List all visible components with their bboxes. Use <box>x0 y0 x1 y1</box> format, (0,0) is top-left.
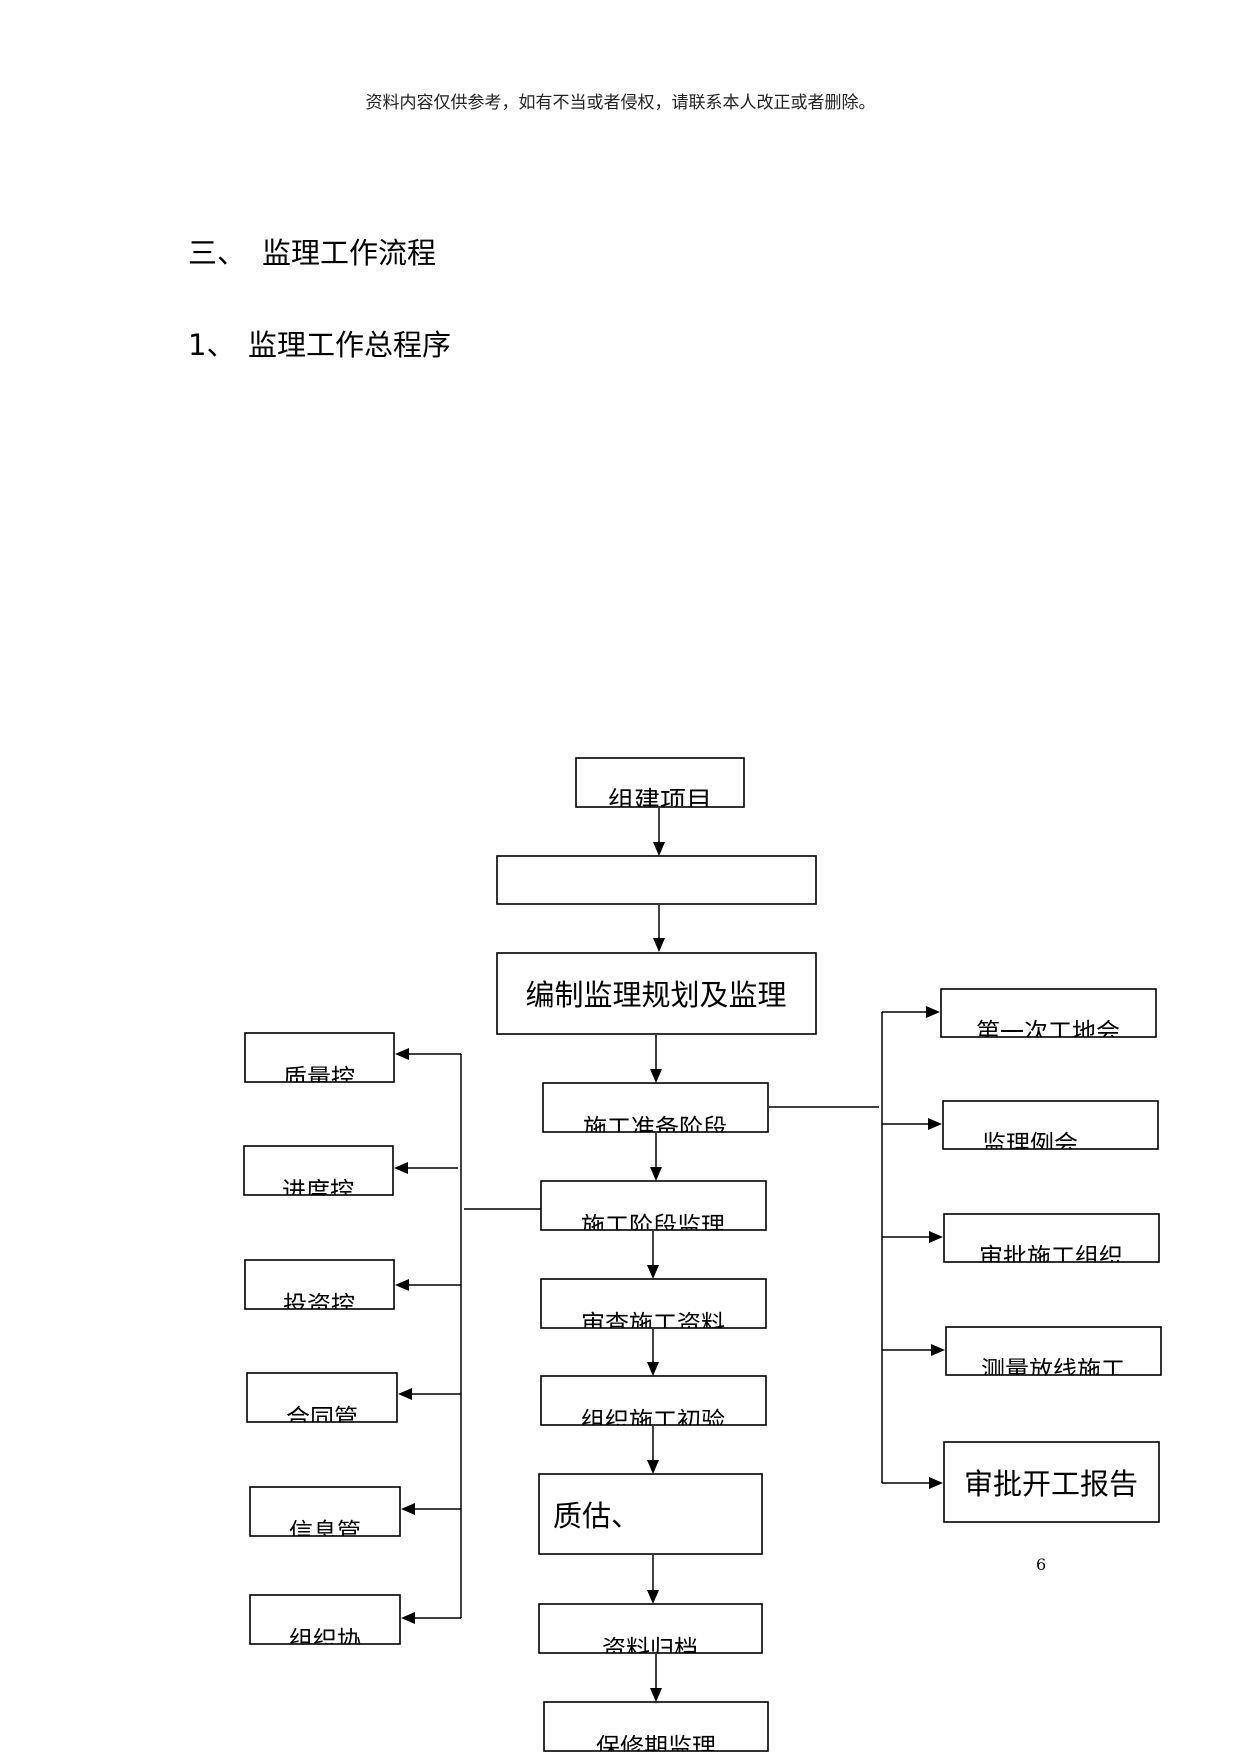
node-schedule-control: 进度控 <box>243 1145 394 1205</box>
node-information-management-label: 信息管 <box>289 1518 361 1546</box>
subsection-heading: 1、监理工作总程序 <box>188 322 451 364</box>
node-approve-commencement-report-label: 审批开工报告 <box>964 1467 1138 1501</box>
section-title: 监理工作流程 <box>262 236 437 270</box>
node-quality-control: 质量控 <box>244 1032 395 1092</box>
subsection-title: 监理工作总程序 <box>248 328 452 362</box>
node-quality-assessment-label: 质估、 <box>553 1499 640 1533</box>
node-blank <box>496 855 817 905</box>
node-organize-project-label: 组建项目 <box>608 787 712 817</box>
node-approve-commencement-report: 审批开工报告 <box>943 1441 1160 1523</box>
node-construction-preparation-stage: 施工准备阶段 <box>542 1082 769 1142</box>
node-investment-control-label: 投资控 <box>283 1291 355 1319</box>
node-compile-supervision-plan-label: 编制监理规划及监理 <box>525 978 786 1012</box>
node-archive-documents-label: 资料归档 <box>602 1635 698 1663</box>
node-contract-management: 合同管 <box>246 1372 398 1432</box>
node-quality-control-label: 质量控 <box>283 1064 355 1092</box>
node-information-management: 信息管 <box>249 1486 401 1546</box>
node-schedule-control-label: 进度控 <box>282 1177 354 1205</box>
node-review-construction-documents-label: 审查施工资料 <box>581 1310 725 1338</box>
node-construction-preparation-stage-label: 施工准备阶段 <box>583 1114 727 1142</box>
node-organize-project: 组建项目 <box>575 757 745 817</box>
disclaimer-text: 资料内容仅供参考，如有不当或者侵权，请联系本人改正或者删除。 <box>365 93 876 113</box>
node-contract-management-label: 合同管 <box>286 1404 358 1432</box>
node-regular-supervision-meeting: 监理例会 <box>942 1100 1159 1158</box>
node-compile-supervision-plan: 编制监理规划及监理 <box>496 952 817 1035</box>
section-number: 三、 <box>188 236 247 270</box>
node-warranty-period-supervision-label: 保修期监理 <box>596 1733 716 1754</box>
node-quality-assessment: 质估、 <box>538 1473 763 1555</box>
node-organization-coordination-label: 组织协 <box>289 1626 361 1654</box>
page-number: 6 <box>1036 1555 1047 1574</box>
node-organize-preliminary-inspection-label: 组织施工初验 <box>581 1407 725 1435</box>
node-organization-coordination: 组织协 <box>249 1594 401 1654</box>
node-survey-setting-out-label: 测量放线施工 <box>981 1356 1125 1384</box>
node-construction-stage-supervision: 施工阶段监理 <box>540 1180 767 1240</box>
node-first-site-meeting-label: 第一次工地会 <box>976 1018 1120 1046</box>
node-warranty-period-supervision: 保修期监理 <box>543 1701 769 1754</box>
node-approve-construction-organization: 审批施工组织 <box>943 1213 1160 1271</box>
node-survey-setting-out: 测量放线施工 <box>945 1326 1162 1384</box>
node-first-site-meeting: 第一次工地会 <box>940 988 1157 1046</box>
node-investment-control: 投资控 <box>244 1259 395 1319</box>
node-organize-preliminary-inspection: 组织施工初验 <box>540 1375 767 1435</box>
node-regular-supervision-meeting-label: 监理例会 <box>982 1130 1078 1158</box>
node-construction-stage-supervision-label: 施工阶段监理 <box>581 1212 725 1240</box>
section-heading: 三、监理工作流程 <box>188 230 436 272</box>
node-archive-documents: 资料归档 <box>538 1603 763 1663</box>
node-approve-construction-organization-label: 审批施工组织 <box>979 1243 1123 1271</box>
node-review-construction-documents: 审查施工资料 <box>540 1278 767 1338</box>
subsection-number: 1、 <box>188 328 236 362</box>
